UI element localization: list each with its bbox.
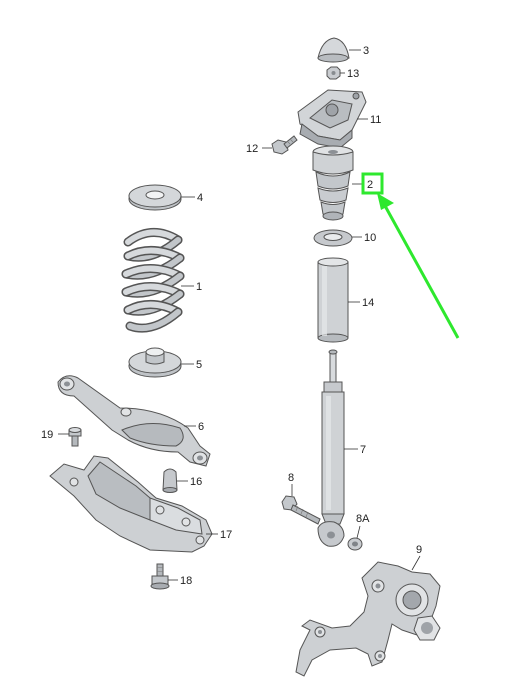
highlight-arrow (377, 193, 460, 339)
label-2[interactable]: 2 (367, 179, 373, 191)
label-6[interactable]: 6 (198, 421, 204, 433)
label-5[interactable]: 5 (196, 359, 202, 371)
part-4-upper-spring-seat[interactable] (128, 184, 182, 211)
label-14[interactable]: 14 (362, 297, 374, 309)
part-17-bracket[interactable] (49, 455, 213, 553)
label-9[interactable]: 9 (416, 544, 422, 556)
label-11[interactable]: 11 (370, 114, 381, 126)
label-10[interactable]: 10 (364, 232, 376, 244)
part-1-coil-spring[interactable] (121, 228, 185, 333)
part-16-buffer[interactable] (162, 468, 178, 493)
label-18[interactable]: 18 (180, 575, 192, 587)
part-2-bump-stop[interactable] (312, 145, 354, 221)
label-7[interactable]: 7 (360, 444, 366, 456)
label-13[interactable]: 13 (347, 68, 359, 80)
label-8a[interactable]: 8A (356, 513, 370, 525)
label-12[interactable]: 12 (246, 143, 258, 155)
leader-8a (356, 525, 361, 539)
part-3-dust-cap[interactable] (317, 37, 350, 63)
leader-9 (411, 555, 421, 571)
part-10-washer[interactable] (313, 229, 353, 247)
label-4[interactable]: 4 (197, 192, 203, 204)
label-17[interactable]: 17 (220, 529, 232, 541)
label-16[interactable]: 16 (190, 476, 202, 488)
label-3[interactable]: 3 (363, 45, 369, 57)
part-11-top-mount[interactable] (297, 89, 367, 149)
part-7-shock-absorber[interactable] (317, 349, 345, 547)
part-18-bolt[interactable] (150, 563, 170, 590)
part-13-nut[interactable] (326, 66, 341, 80)
part-8a-nut[interactable] (347, 537, 363, 551)
part-5-lower-spring-seat[interactable] (128, 347, 182, 378)
part-19-bolt[interactable] (68, 427, 82, 447)
part-14-protective-sleeve[interactable] (317, 257, 349, 343)
part-12-bolt[interactable] (271, 135, 298, 155)
label-8[interactable]: 8 (288, 472, 294, 484)
label-1[interactable]: 1 (196, 281, 202, 293)
part-8-bolt[interactable] (281, 495, 321, 525)
part-6-spring-link[interactable] (57, 375, 211, 467)
label-19[interactable]: 19 (41, 429, 53, 441)
part-9-wheel-carrier[interactable] (295, 561, 441, 677)
highlight-box-part-2 (361, 172, 384, 195)
